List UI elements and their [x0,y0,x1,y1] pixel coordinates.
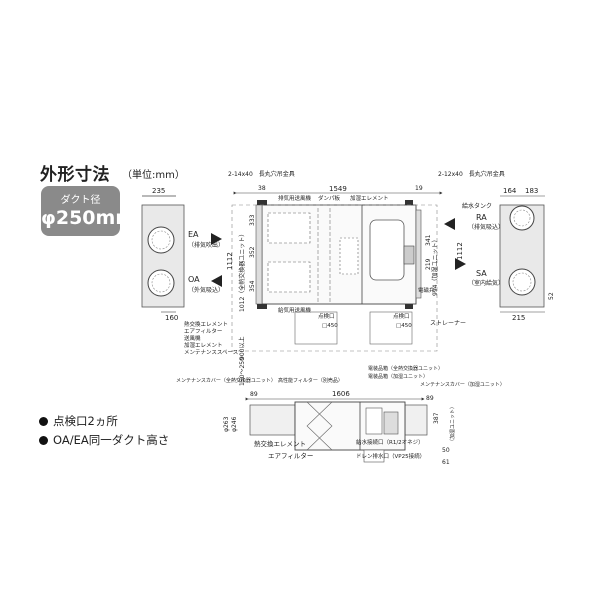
elec-box1-label: 電装品箱（全熱交換器ユニット） [368,365,443,372]
water-tank-label: 給水タンク [462,202,492,210]
supply-blower-label: 給気用送風機 [278,306,312,314]
maint-label: 加湿エレメント [184,341,223,349]
side-view: メンテナンスカバー（全熱交換器ユニット） 高性能フィルター（別売品） 電装品箱（… [176,365,505,466]
dim-183: 183 [525,187,538,195]
left-end-view: 235 EA （排気吹出） OA （外気吸込） 160 [141,187,224,322]
notes-list: 点検口2ヵ所 OA/EA同一ダクト高さ [39,412,169,450]
air-filter-label: エアフィルター [268,451,313,460]
unit-note: （単位:mm） [122,170,185,181]
dim-215: 215 [512,314,525,322]
elec-box2-label: 電装品箱（加湿ユニット） [368,373,428,380]
dim-341: 341 [425,234,432,246]
dim-38: 38 [258,185,266,192]
dim-1112-plan: 1112 [226,252,234,270]
maint-label: 送風機 [184,334,201,342]
valve-label: 電磁弁 [418,286,435,294]
dim-994: 994（加湿ユニット） [431,237,439,296]
duct-diameter-badge: ダクト径 φ250mm [41,186,136,236]
inspection-b-label: 点検口 [393,312,410,320]
dim-52: 52 [548,292,555,300]
inspection-a-dim: □450 [322,323,338,329]
dim-19: 19 [415,185,423,192]
dim-235: 235 [152,187,165,195]
maintenance-labels: 熱交換エレメント エアフィルター 送風機 加湿エレメント メンテナンススペース [184,320,238,356]
inspection-b-dim: □450 [396,323,412,329]
maint-label: エアフィルター [184,327,222,335]
hp-filter-label: 高性能フィルター（別売品） [278,377,343,384]
note-item: OA/EA同一ダクト高さ [39,431,169,450]
dim-900: 900以上 [238,337,246,360]
drain-label: ドレン排水口（VP25接続） [356,452,425,460]
dim-1112-right: 1112 [456,242,464,260]
humid-element-label: 加湿エレメント [350,194,389,202]
sa-sub: （室内給気） [468,279,504,287]
dim-150: 150～250 [239,357,246,386]
water-inlet-label: 給水接続口（R1/2オネジ） [356,438,424,446]
bullet-icon [39,436,48,445]
ea-sub: （排気吹出） [188,241,224,249]
dim-352: 352 [249,246,256,258]
dim-1606: 1606 [332,390,350,398]
inspection-a-label: 点検口 [318,312,335,320]
dim-89b: 89 [426,395,434,402]
sa-arrow-icon [455,258,466,270]
duct-value: φ250mm [41,207,136,229]
ra-label: RA [476,213,487,222]
dim-89: 89 [250,391,258,398]
dim-160: 160 [165,314,178,322]
cover-left-label: メンテナンスカバー（全熱交換器ユニット） [176,377,276,384]
dim-246: φ246 [231,416,238,432]
oa-sub: （外気吸込） [188,286,224,294]
exhaust-blower-label: 排気用送風機 [278,194,312,202]
dim-50: 50 [442,447,450,454]
dim-1549: 1549 [329,185,347,193]
dim-219: 219 [425,258,432,270]
maint-label: 熱交換エレメント [184,320,228,328]
cover-right-label: メンテナンスカバー（加湿ユニット） [420,381,505,388]
dim-263: φ263 [223,416,230,432]
humid-unit-label: （加湿ユニット） [449,404,456,444]
bolt-left-label: 2-14x40 長丸穴吊金具 [228,170,295,178]
ea-label: EA [188,230,199,239]
right-end-view: 164 183 給水タンク RA （排気吸込） SA （室内給気） 1112 5… [444,187,555,322]
dim-61: 61 [442,459,450,466]
ra-arrow-icon [444,218,455,230]
damper-plate-label: ダンパ板 [318,194,341,202]
dim-1012: 1012（全熱交換器ユニット） [238,231,246,312]
sa-label: SA [476,269,487,278]
dim-164: 164 [503,187,517,195]
oa-arrow-icon [211,275,222,287]
strainer-label: ストレーナー [430,320,466,327]
note-item: 点検口2ヵ所 [39,412,169,431]
bolt-right-label: 2-12x40 長丸穴吊金具 [438,170,505,178]
dim-387: 387 [433,412,440,424]
maint-label: メンテナンススペース [184,349,238,356]
duct-label: ダクト径 [60,195,101,206]
oa-label: OA [188,275,200,284]
plan-view: 2-14x40 長丸穴吊金具 2-12x40 長丸穴吊金具 38 1549 19 [184,170,505,386]
ra-sub: （排気吸込） [468,223,504,231]
bullet-icon [39,417,48,426]
dim-333: 333 [249,214,256,226]
page-title: 外形寸法 [40,165,110,185]
dim-354: 354 [249,280,256,292]
ea-arrow-icon [211,233,222,245]
heat-element-label: 熱交換エレメント [254,439,306,448]
